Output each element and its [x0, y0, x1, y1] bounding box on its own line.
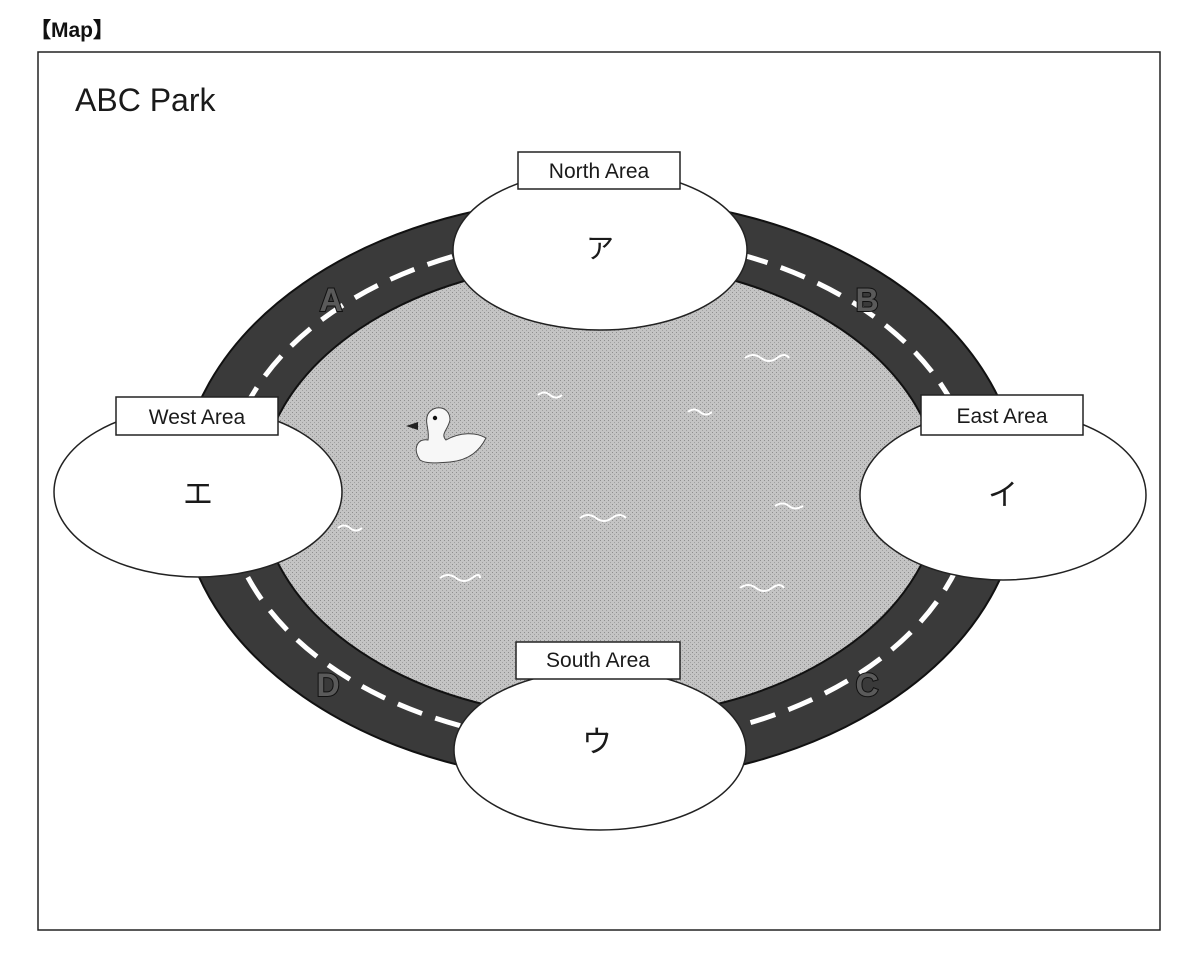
south-area-mark: ウ	[582, 725, 612, 760]
path-segment-d: D	[316, 667, 339, 703]
south-area-label: South Area	[546, 649, 650, 672]
path-segment-b: B	[855, 282, 878, 318]
west-area-label: West Area	[149, 406, 246, 429]
north-area-mark: ア	[586, 232, 614, 265]
duck-icon	[406, 407, 487, 464]
path-segment-c: C	[855, 667, 878, 703]
west-area-mark: エ	[183, 477, 213, 512]
east-area-label-box	[920, 394, 1084, 436]
map-header: 【Map】	[30, 19, 114, 42]
south-area-label-box	[515, 641, 681, 680]
north-area-label-box	[517, 151, 681, 190]
north-area-label: North Area	[549, 160, 650, 183]
east-area-label: East Area	[956, 405, 1047, 428]
path-segment-a: A	[319, 282, 342, 318]
park-name: ABC Park	[75, 82, 216, 118]
west-area-label-box	[115, 396, 279, 436]
east-area-mark: イ	[988, 478, 1018, 513]
water-ripple-icon	[337, 354, 804, 592]
